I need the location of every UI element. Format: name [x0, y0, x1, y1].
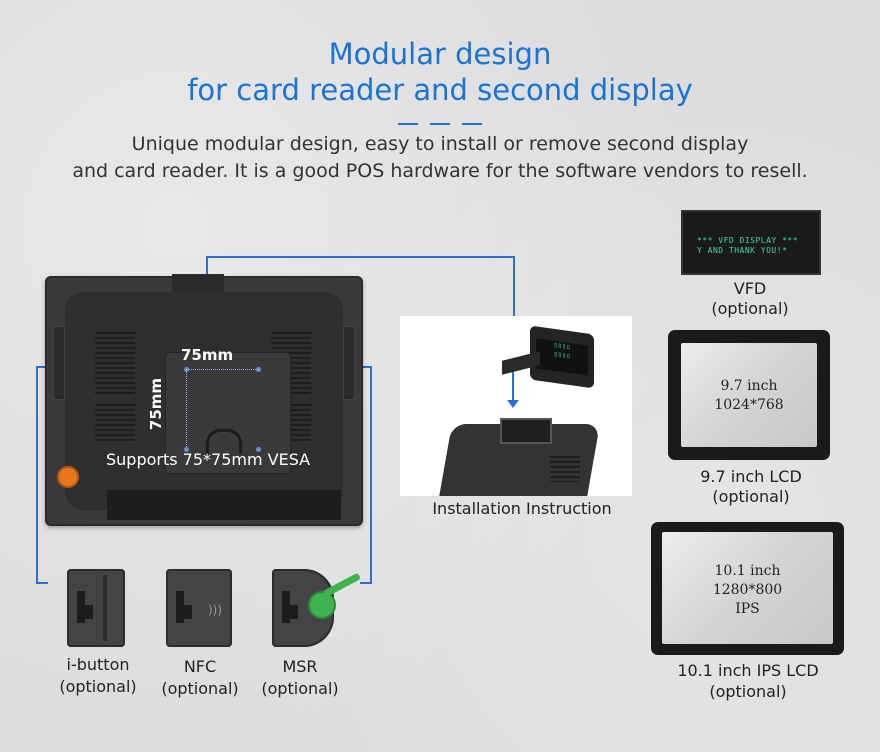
module-rail-right — [343, 326, 355, 400]
lcd-9-7-screen: 9.7 inch 1024*768 — [681, 343, 817, 447]
lcd-9-7-size: 9.7 inch — [720, 378, 778, 394]
subtitle-line1: Unique modular design, easy to install o… — [131, 133, 749, 155]
msr-label: MSR — [282, 657, 318, 676]
bracket-line — [360, 582, 372, 584]
msr-option: (optional) — [261, 679, 339, 698]
headline-line1: Modular design — [328, 37, 552, 71]
vesa-guide-v — [186, 369, 188, 447]
bracket-line — [362, 366, 372, 368]
vesa-screw — [184, 447, 189, 452]
lcd-10-1-option: (optional) — [709, 682, 787, 701]
lcd-10-1-panel: 10.1 inch 1280*800 IPS — [651, 522, 844, 655]
installation-caption: Installation Instruction — [432, 499, 612, 518]
vesa-screw — [256, 447, 261, 452]
connector-line — [206, 256, 208, 276]
io-port-strip — [107, 490, 341, 520]
lcd-10-1-screen: 10.1 inch 1280*800 IPS — [662, 532, 833, 644]
vesa-dim-vertical: 75mm — [147, 377, 166, 431]
pos-terminal-back — [45, 274, 363, 526]
vfd-display: *** VFD DISPLAY *** Y AND THANK YOU!* — [681, 210, 821, 275]
nfc-icon: ))) — [208, 603, 223, 617]
vfd-option: (optional) — [711, 299, 789, 318]
vesa-dim-horizontal: 75mm — [181, 346, 234, 364]
lcd-9-7-resolution: 1024*768 — [714, 397, 784, 413]
bracket-line — [36, 366, 38, 584]
vesa-mount-plate — [165, 352, 291, 474]
module-rail-left — [53, 326, 65, 400]
vfd-label: VFD — [733, 279, 767, 298]
terminal-back-panel — [65, 292, 343, 520]
ibutton-label: i-button — [66, 655, 130, 674]
subtitle-line2: and card reader. It is a good POS hardwa… — [72, 160, 808, 182]
ibutton-module — [67, 569, 125, 647]
connector-line — [206, 256, 515, 258]
headline-underline — [0, 110, 880, 129]
vfd-line1: *** VFD DISPLAY *** — [697, 236, 799, 245]
connector-line — [513, 256, 515, 316]
power-knob-icon — [57, 466, 79, 488]
lock-slot — [206, 429, 242, 454]
nfc-label: NFC — [183, 657, 217, 676]
arrow-down-icon — [512, 366, 514, 402]
lcd-9-7-panel: 9.7 inch 1024*768 — [668, 330, 830, 460]
lcd-10-1-type: IPS — [735, 601, 760, 617]
msr-card-icon — [308, 591, 336, 619]
vfd-line2: Y AND THANK YOU!* — [697, 246, 788, 255]
bracket-line — [36, 366, 46, 368]
headline-line2: for card reader and second display — [187, 73, 693, 107]
nfc-option: (optional) — [161, 679, 239, 698]
lcd-9-7-option: (optional) — [712, 487, 790, 506]
vesa-screw — [256, 367, 261, 372]
vent-grille — [95, 332, 135, 394]
nfc-module: ))) — [166, 569, 232, 647]
bracket-line — [36, 582, 48, 584]
vesa-guide-h — [188, 369, 258, 371]
terminal-top-port — [172, 274, 224, 292]
installation-illustration: ▯▯▯▯▯▯▯▯ — [400, 316, 632, 496]
lcd-10-1-size: 10.1 inch — [714, 563, 781, 579]
vent-grille — [95, 404, 135, 444]
bracket-line — [370, 366, 372, 584]
lcd-10-1-resolution: 1280*800 — [712, 582, 783, 598]
lcd-9-7-label: 9.7 inch LCD — [700, 467, 802, 486]
ibutton-option: (optional) — [59, 677, 137, 696]
msr-module — [272, 569, 361, 647]
lcd-10-1-label: 10.1 inch IPS LCD — [677, 661, 819, 680]
vesa-support-label: Supports 75*75mm VESA — [106, 450, 311, 469]
